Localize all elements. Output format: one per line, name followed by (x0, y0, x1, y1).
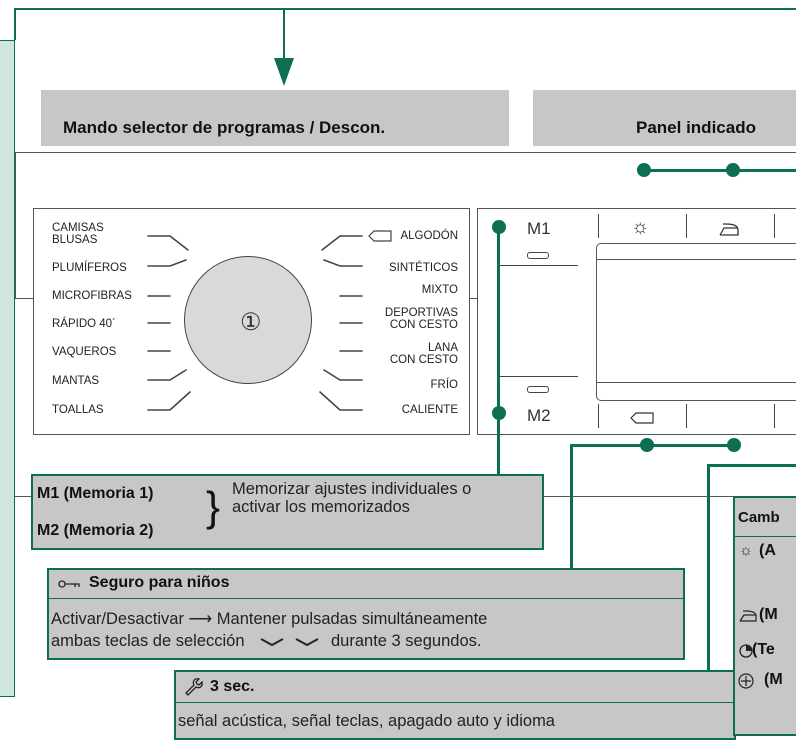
m1-dot (492, 220, 506, 234)
arrow-down-icon (274, 58, 294, 86)
key-icon (58, 580, 80, 588)
lcd-screen (596, 243, 796, 401)
child-lock-line2b: durante 3 segundos. (331, 632, 482, 650)
settings-text: señal acústica, señal teclas, apagado au… (178, 712, 555, 730)
panel-dot-1 (637, 163, 651, 177)
panel-header: Panel indicado (533, 90, 796, 146)
top-connector-v (14, 8, 16, 40)
sep-bot-2 (686, 404, 687, 428)
top-connector-h (14, 8, 796, 10)
program-mixto[interactable]: MIXTO (421, 284, 458, 296)
child-lock-callout (47, 568, 685, 660)
program-vaqueros[interactable]: VAQUEROS (52, 346, 117, 358)
program-sinteticos[interactable]: SINTÉTICOS (388, 262, 458, 274)
panel-dot-2 (726, 163, 740, 177)
power-icon: ① (240, 309, 262, 336)
m2-dash (527, 386, 549, 393)
m1-dash (527, 252, 549, 259)
child-lock-line1: Activar/Desactivar ⟶ Mantener pulsadas s… (51, 610, 488, 628)
lock-dot-1 (640, 438, 654, 452)
change-title: Camb (738, 509, 780, 526)
lock-connector-h (570, 444, 738, 447)
memory-callout (31, 474, 544, 550)
change-item-2: (M (759, 606, 778, 623)
sep-bot-3 (774, 404, 775, 428)
program-algodon[interactable]: ALGODÓN (400, 230, 458, 242)
sock-icon[interactable] (630, 412, 654, 424)
m2-dot (492, 406, 506, 420)
child-lock-divider (49, 598, 683, 599)
child-lock-line2a: ambas teclas de selección (51, 632, 245, 650)
change-connector-h (707, 464, 796, 467)
change-sun-icon: ☼ (739, 542, 753, 559)
m1-separator (500, 265, 578, 266)
settings-divider (176, 702, 734, 703)
change-item-1: (A (759, 542, 776, 559)
sun-icon[interactable]: ☼ (631, 216, 650, 238)
change-item-3: (Te (752, 641, 775, 658)
m-connector (497, 222, 500, 475)
screen-line-top (597, 259, 796, 260)
settings-callout (174, 670, 736, 740)
m1-label[interactable]: M1 (527, 219, 551, 238)
child-lock-title: Seguro para niños (89, 574, 230, 591)
panel-connector (638, 169, 796, 172)
change-plus-icon (738, 673, 754, 689)
selector-header-label: Mando selector de programas / Descon. (63, 118, 386, 137)
program-plumiferos[interactable]: PLUMÍFEROS (52, 262, 127, 274)
program-caliente[interactable]: CALIENTE (401, 404, 458, 416)
change-iron-icon (739, 610, 757, 622)
screen-line-bottom (597, 382, 796, 383)
wrench-icon (185, 678, 203, 696)
arrow-stem (283, 8, 285, 60)
program-rapido[interactable]: RÁPIDO 40´ (52, 318, 116, 330)
program-mantas[interactable]: MANTAS (52, 375, 100, 387)
program-camisas[interactable]: CAMISAS BLUSAS (52, 222, 104, 246)
m2-separator (500, 376, 578, 377)
sep-top-3 (774, 214, 775, 238)
memory-m1: M1 (Memoria 1) (37, 485, 154, 502)
program-knob[interactable] (184, 256, 312, 384)
change-header-bg (735, 498, 796, 534)
program-frio[interactable]: FRÍO (430, 379, 458, 391)
change-item-4: (M (764, 671, 783, 688)
m2-label[interactable]: M2 (527, 406, 551, 425)
lock-connector-v (570, 444, 573, 570)
chevron-down-icon (260, 638, 319, 647)
cotton-icon (368, 230, 392, 242)
selector-header: Mando selector de programas / Descon. (41, 90, 509, 146)
memory-desc: Memorizar ajustes individuales o activar… (232, 480, 472, 516)
sep-bot-1 (598, 404, 599, 428)
change-timer-icon (739, 644, 753, 658)
program-microfibras[interactable]: MICROFIBRAS (52, 290, 132, 302)
iron-icon[interactable] (718, 222, 740, 238)
memory-brace: } (206, 483, 221, 530)
settings-title: 3 sec. (210, 678, 255, 695)
change-divider (735, 536, 796, 537)
program-ticks (147, 235, 363, 411)
program-deportivas[interactable]: DEPORTIVAS CON CESTO (384, 307, 458, 331)
change-connector-v (707, 464, 710, 672)
sep-top-1 (598, 214, 599, 238)
program-lana[interactable]: LANA CON CESTO (389, 342, 458, 366)
left-side-panel (0, 40, 15, 697)
memory-m2: M2 (Memoria 2) (37, 522, 154, 539)
lock-dot-2 (727, 438, 741, 452)
sep-top-2 (686, 214, 687, 238)
program-toallas[interactable]: TOALLAS (52, 404, 104, 416)
panel-header-label: Panel indicado (636, 118, 756, 137)
